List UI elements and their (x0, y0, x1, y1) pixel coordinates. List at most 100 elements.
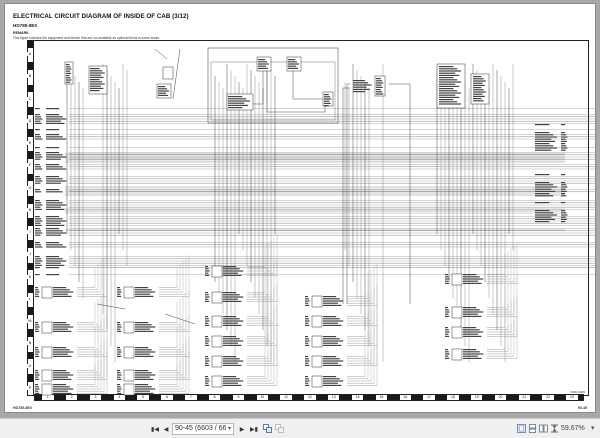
wire-label (305, 380, 310, 382)
wire-label (473, 80, 486, 82)
continuous-icon[interactable] (528, 424, 537, 433)
wire-label (46, 134, 60, 136)
wire-label (305, 360, 310, 362)
wire-label (323, 342, 338, 344)
project-sub-box (210, 61, 336, 121)
wire-label (353, 80, 365, 82)
wire-label (46, 234, 61, 236)
wire-label (35, 244, 42, 246)
wire-label (46, 274, 60, 276)
wire-label (445, 313, 449, 315)
wire-label (223, 320, 244, 322)
wire-label (35, 324, 39, 326)
wire-label (323, 302, 338, 304)
wire-label (445, 331, 450, 333)
wire-label (117, 289, 121, 291)
fit-icon[interactable] (550, 424, 559, 433)
wire-label (135, 291, 156, 293)
wire-label (323, 324, 342, 326)
wire-label (323, 318, 340, 320)
wire-label (535, 210, 550, 212)
first-page-button[interactable]: ▮◀ (150, 424, 160, 434)
wire-label (561, 138, 566, 140)
wire-label (439, 103, 462, 105)
wire-label (223, 382, 238, 384)
wire-label (35, 295, 40, 297)
wire-label (135, 347, 149, 349)
wire-label (258, 65, 267, 67)
wire-label (35, 168, 43, 170)
two-page-icon[interactable] (539, 424, 548, 433)
page-dropdown-icon[interactable]: ▾ (227, 426, 231, 432)
wire-label (35, 152, 40, 154)
wire-label (205, 336, 208, 338)
wire-label (223, 266, 237, 268)
wire-label (35, 376, 39, 378)
wire-label (223, 364, 242, 366)
wire-label (258, 67, 269, 69)
wire-label (205, 356, 208, 358)
wire-label (53, 386, 70, 388)
column-ruler-segment (511, 395, 519, 400)
wire-label (53, 388, 74, 390)
next-page-button[interactable]: ▶ (238, 424, 246, 434)
wire-label (35, 222, 41, 224)
component-box (451, 348, 463, 361)
wire-label (353, 86, 367, 88)
wire-label (205, 272, 209, 274)
row-ruler-segment (27, 129, 33, 137)
wire-label (535, 216, 552, 218)
prev-page-button[interactable]: ◀ (162, 424, 170, 434)
wire-label (305, 364, 310, 366)
column-ruler-segment (244, 395, 250, 400)
wire-label (205, 318, 209, 320)
wire-label (223, 318, 240, 320)
wire-label (35, 274, 40, 276)
wire-label (117, 295, 122, 297)
wire-label (561, 145, 567, 147)
zoom-level[interactable]: 59.67% (561, 425, 585, 432)
prev-view-icon[interactable] (263, 424, 272, 433)
wire-label (35, 178, 42, 180)
wire-label (463, 309, 480, 311)
component-box (123, 383, 135, 396)
wire-label (35, 378, 40, 380)
wire-label (35, 206, 41, 208)
wire-label (205, 296, 210, 298)
zoom-dropdown-icon[interactable]: ▾ (591, 425, 595, 432)
wire-label (135, 384, 149, 386)
wire-label (35, 147, 40, 149)
column-ruler-segment (416, 395, 424, 400)
wire (342, 87, 350, 304)
wire-label (535, 190, 556, 192)
single-page-icon[interactable] (517, 424, 526, 433)
wire-label (117, 287, 120, 289)
wire-label (158, 86, 166, 88)
wire-label (46, 164, 60, 166)
wire-label (445, 357, 450, 359)
column-ruler-segment (392, 395, 400, 400)
wire-label (223, 344, 242, 346)
wire-label (46, 204, 67, 206)
wire-label (46, 267, 60, 269)
wire-label (135, 353, 150, 355)
row-label: J (27, 252, 33, 257)
column-ruler-segment (130, 395, 138, 400)
wire-label (445, 280, 449, 282)
wire-label (305, 376, 308, 378)
project-box (207, 47, 339, 124)
row-ruler-segment (27, 40, 33, 48)
wire-label (324, 102, 331, 104)
wire-label (473, 95, 485, 97)
wire-label (473, 89, 484, 91)
page-number-field[interactable]: 90-45 (6603 / 66 ▾ (172, 423, 234, 435)
next-view-icon[interactable] (275, 424, 284, 433)
drawing-reference: SWD-0006 (570, 390, 585, 394)
wire-label (463, 331, 484, 333)
row-label: K (27, 274, 33, 279)
last-page-button[interactable]: ▶▮ (249, 424, 259, 434)
wire-label (258, 63, 270, 65)
wire-label (305, 336, 308, 338)
wire-label (561, 134, 567, 136)
